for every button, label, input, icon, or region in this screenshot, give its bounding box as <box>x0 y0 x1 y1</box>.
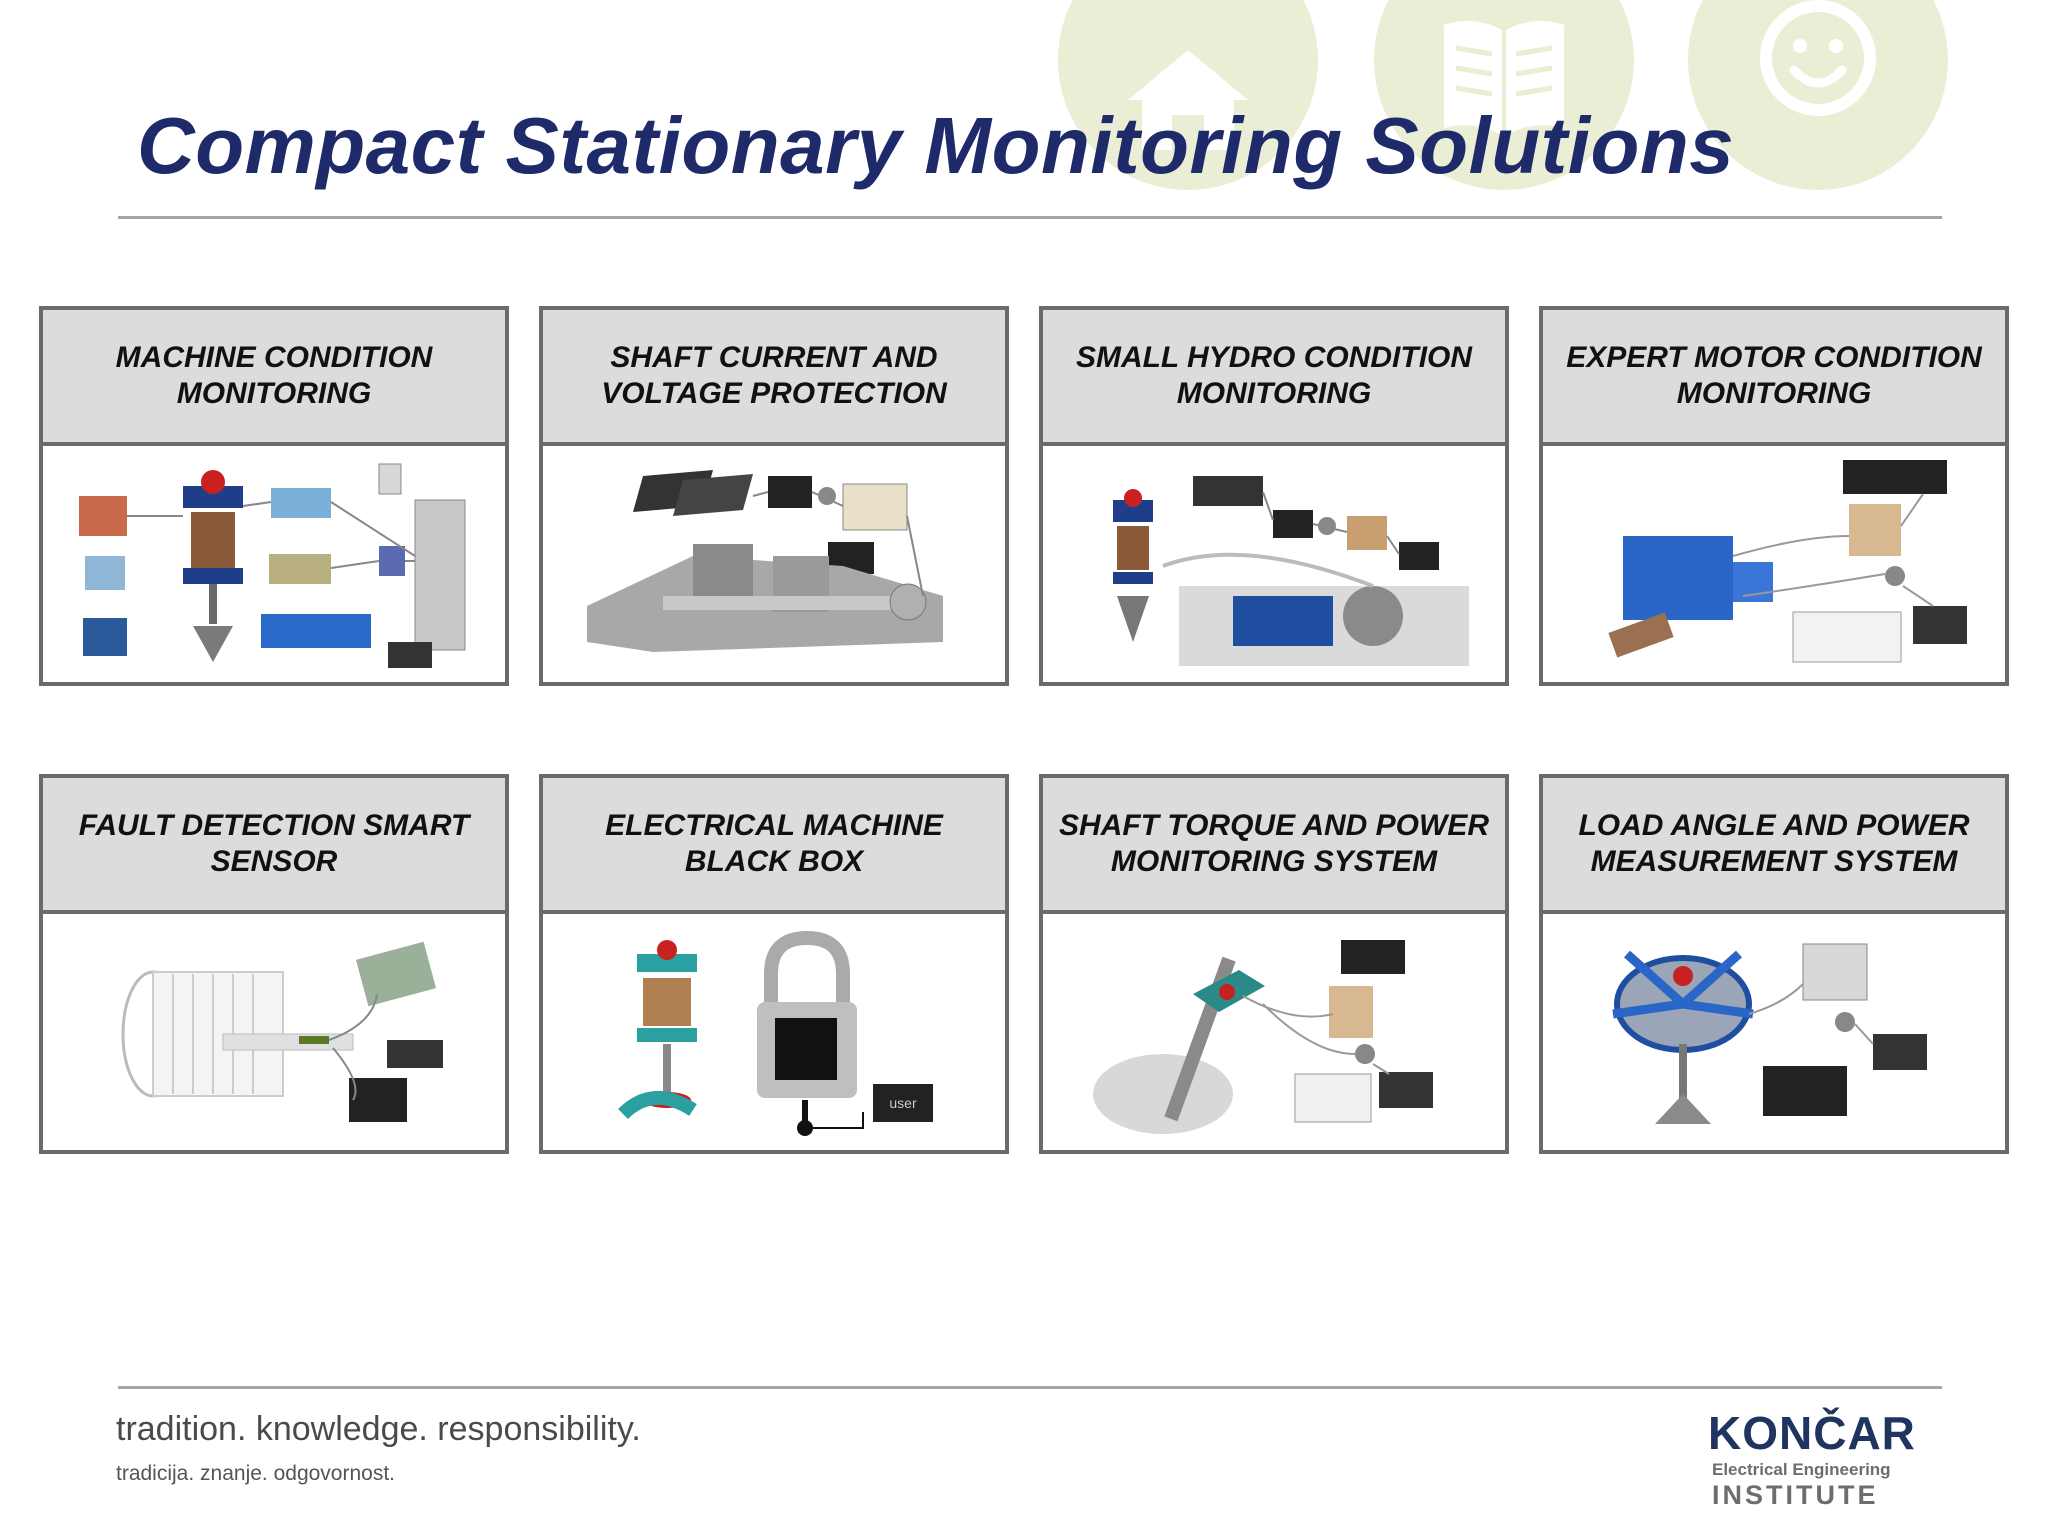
card-shaft-torque-power-monitoring[interactable]: SHAFT TORQUE AND POWER MONITORING SYSTEM <box>1039 774 1509 1154</box>
house-icon <box>1058 0 1318 190</box>
card-label: SHAFT CURRENT AND VOLTAGE PROTECTION <box>601 341 947 410</box>
footer-tagline-local: tradicija. znanje. odgovornost. <box>116 1462 395 1485</box>
card-header: ELECTRICAL MACHINE BLACK BOX <box>543 778 1005 914</box>
expert-motor-illustration <box>1543 446 2005 682</box>
shaft-torque-illustration <box>1043 914 1505 1150</box>
machine-monitoring-illustration <box>43 446 505 682</box>
title-divider <box>118 216 1942 219</box>
card-label: EXPERT MOTOR CONDITION MONITORING <box>1566 341 1982 410</box>
card-expert-motor-condition-monitoring[interactable]: EXPERT MOTOR CONDITION MONITORING <box>1539 306 2009 686</box>
card-label: MACHINE CONDITION MONITORING <box>115 341 433 410</box>
card-label: SHAFT TORQUE AND POWER MONITORING SYSTEM <box>1058 809 1489 878</box>
card-header: MACHINE CONDITION MONITORING <box>43 310 505 446</box>
page-title: Compact Stationary Monitoring Solutions <box>137 101 1735 190</box>
card-label: LOAD ANGLE AND POWER MEASUREMENT SYSTEM <box>1578 809 1970 878</box>
small-hydro-illustration <box>1043 446 1505 682</box>
black-box-illustration: user <box>543 914 1005 1150</box>
footer-tagline: tradition. knowledge. responsibility. <box>116 1410 641 1448</box>
user-label: user <box>889 1095 917 1111</box>
logo-subtitle: Electrical Engineering <box>1712 1460 1891 1479</box>
footer-divider <box>118 1386 1942 1389</box>
koncar-logo: KONČAR <box>1708 1407 1916 1459</box>
card-header: FAULT DETECTION SMART SENSOR <box>43 778 505 914</box>
card-header: EXPERT MOTOR CONDITION MONITORING <box>1543 310 2005 446</box>
card-label: ELECTRICAL MACHINE BLACK BOX <box>605 809 943 878</box>
card-label: SMALL HYDRO CONDITION MONITORING <box>1075 341 1473 410</box>
card-load-angle-power-measurement[interactable]: LOAD ANGLE AND POWER MEASUREMENT SYSTEM <box>1539 774 2009 1154</box>
card-electrical-machine-black-box[interactable]: ELECTRICAL MACHINE BLACK BOX user <box>539 774 1009 1154</box>
book-icon <box>1374 0 1634 190</box>
card-shaft-current-voltage-protection[interactable]: SHAFT CURRENT AND VOLTAGE PROTECTION <box>539 306 1009 686</box>
fault-sensor-illustration <box>43 914 505 1150</box>
card-header: LOAD ANGLE AND POWER MEASUREMENT SYSTEM <box>1543 778 2005 914</box>
card-header: SMALL HYDRO CONDITION MONITORING <box>1043 310 1505 446</box>
card-header: SHAFT TORQUE AND POWER MONITORING SYSTEM <box>1043 778 1505 914</box>
shaft-protection-illustration <box>543 446 1005 682</box>
logo-institute: INSTITUTE <box>1712 1480 1879 1510</box>
card-header: SHAFT CURRENT AND VOLTAGE PROTECTION <box>543 310 1005 446</box>
card-machine-condition-monitoring[interactable]: MACHINE CONDITION MONITORING <box>39 306 509 686</box>
card-label: FAULT DETECTION SMART SENSOR <box>78 809 470 878</box>
card-fault-detection-smart-sensor[interactable]: FAULT DETECTION SMART SENSOR <box>39 774 509 1154</box>
load-angle-illustration <box>1543 914 2005 1150</box>
smiley-icon <box>1688 0 1948 190</box>
card-small-hydro-condition-monitoring[interactable]: SMALL HYDRO CONDITION MONITORING <box>1039 306 1509 686</box>
